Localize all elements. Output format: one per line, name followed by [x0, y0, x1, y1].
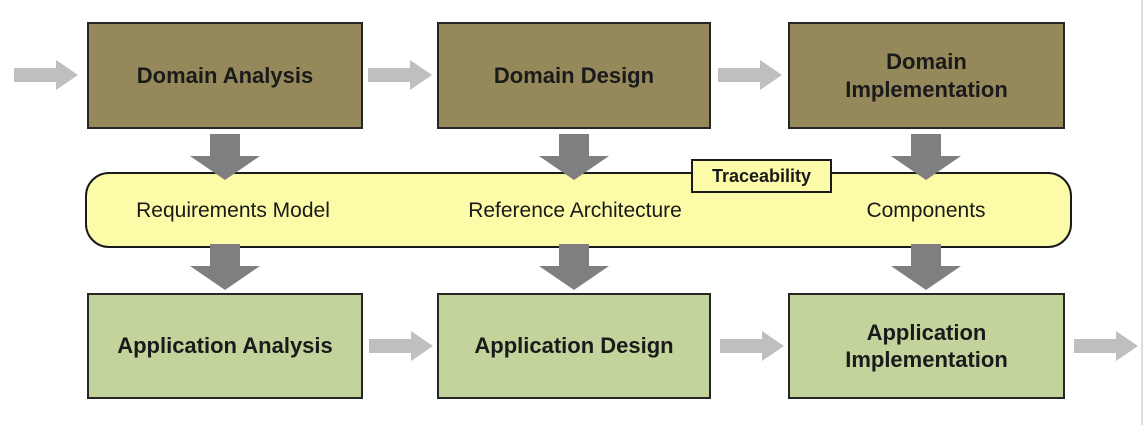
domain-analysis-down-arrow-icon	[189, 134, 261, 180]
application-design-box: Application Design	[437, 293, 711, 399]
domain-implementation-down-arrow-icon	[890, 134, 962, 180]
application-analysis-to-design-arrow-right-icon	[369, 331, 433, 361]
components-label: Components	[866, 199, 986, 222]
domain-implementation-box: Domain Implementation	[788, 22, 1065, 129]
domain-design-to-implementation-arrow-right-icon	[718, 60, 782, 90]
domain-analysis-to-design-arrow-right-icon	[368, 60, 432, 90]
domain-design-down-arrow-icon	[538, 134, 610, 180]
reference-architecture-label: Reference Architecture	[468, 199, 682, 222]
requirements-to-application-analysis-down-arrow-icon	[189, 244, 261, 290]
domain-design-label: Domain Design	[493, 62, 655, 88]
flow-entry-arrow-right-icon	[14, 60, 78, 90]
domain-analysis-label: Domain Analysis	[136, 62, 314, 88]
application-analysis-box: Application Analysis	[87, 293, 363, 399]
flow-exit-arrow-right-icon	[1074, 331, 1138, 361]
application-implementation-label: Application Implementation	[845, 319, 1008, 373]
traceability-tag-label: Traceability	[711, 165, 812, 186]
components-to-application-implementation-down-arrow-icon	[890, 244, 962, 290]
domain-analysis-box: Domain Analysis	[87, 22, 363, 129]
application-analysis-label: Application Analysis	[117, 333, 333, 359]
architecture-to-application-design-down-arrow-icon	[538, 244, 610, 290]
application-implementation-box: Application Implementation	[788, 293, 1065, 399]
application-design-to-implementation-arrow-right-icon	[720, 331, 784, 361]
page-edge-line	[1141, 0, 1143, 425]
requirements-model-label: Requirements Model	[136, 199, 330, 222]
domain-implementation-label: Domain Implementation	[845, 49, 1008, 102]
application-design-label: Application Design	[474, 333, 674, 359]
domain-design-box: Domain Design	[437, 22, 711, 129]
traceability-tag: Traceability	[691, 159, 832, 193]
